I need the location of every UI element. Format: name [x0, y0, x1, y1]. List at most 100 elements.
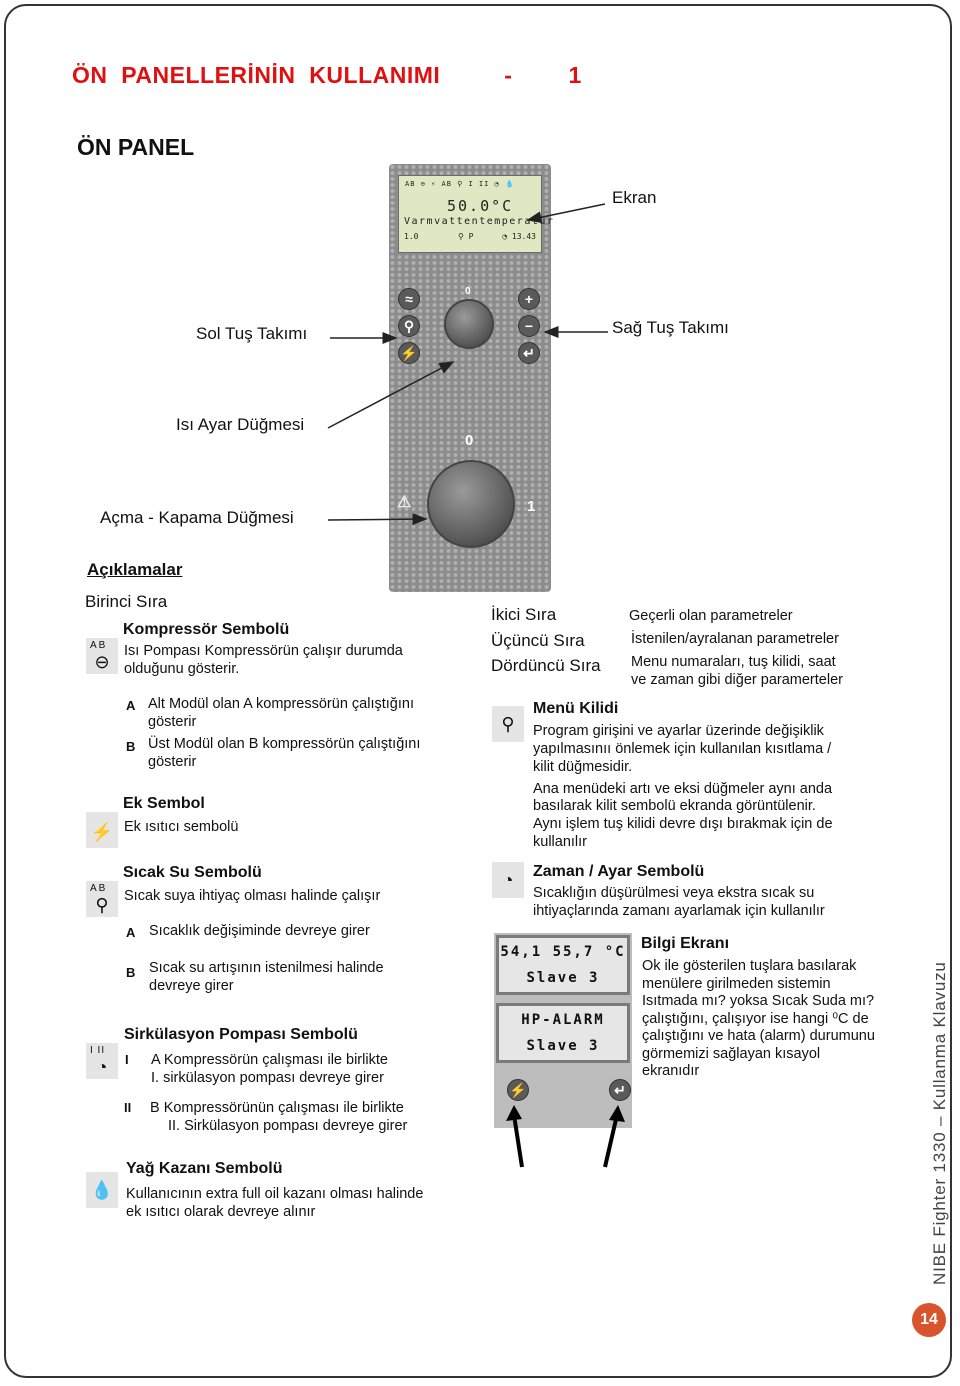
info-display-image: 54,1 55,7 °C Slave 3 HP-ALARM Slave 3 ⚡ … [494, 933, 632, 1128]
info-left-button[interactable]: ⚡ [507, 1079, 529, 1101]
tap-water-button[interactable]: ⚲ [398, 315, 420, 337]
extra-heater-icon: ⚡ [86, 812, 118, 848]
oil-boiler-icon: 💧 [86, 1172, 118, 1208]
menu-line-7: kullanılır [533, 834, 587, 850]
circulation-i-letter: I [125, 1052, 129, 1067]
hot-water-icon: AB⚲ [86, 881, 118, 917]
compressor-line-1: Isı Pompası Kompressörün çalışır durumda [124, 643, 403, 659]
info-button[interactable]: ⚡ [398, 342, 420, 364]
compressor-title: Kompressör Sembolü [123, 621, 290, 638]
info-enter-button[interactable]: ↵ [609, 1079, 631, 1101]
hot-water-b-line-1: Sıcak su artışının istenilmesi halinde [149, 960, 384, 976]
compressor-a-letter: A [126, 698, 136, 713]
hot-water-b-line-2: devreye girer [149, 978, 234, 994]
info-line-4: çalıştığını, çalışıyor ise hangi ⁰C de [642, 1011, 869, 1027]
menu-lock-icon: ⚲ [492, 706, 524, 742]
hot-water-title: Sıcak Su Sembolü [123, 864, 262, 881]
menu-line-1: Program girişini ve ayarlar üzerinde değ… [533, 723, 824, 739]
info-display-2: HP-ALARM Slave 3 [496, 1003, 630, 1063]
oil-title: Yağ Kazanı Sembolü [126, 1160, 283, 1177]
callout-sag: Sağ Tuş Takımı [612, 318, 729, 337]
side-footer-text: NIBE Fighter 1330 – Kullanma Klavuzu [930, 961, 949, 1285]
info-line-5: çalıştığını ve hata (alarm) durumunu [642, 1028, 875, 1044]
callout-arrows [327, 203, 608, 526]
callout-acma: Açma - Kapama Düğmesi [100, 508, 294, 527]
power-knob[interactable] [427, 460, 515, 548]
info-display-2-line-1: HP-ALARM [521, 1012, 605, 1028]
info-line-6: görmemizi sağlayan kısayol [642, 1046, 821, 1062]
hot-water-button[interactable]: ≈ [398, 288, 420, 310]
page-number: 14 [912, 1303, 946, 1337]
circulation-ii-line-1: B Kompressörünün çalışması ile birlikte [150, 1100, 404, 1116]
hot-water-a-letter: A [126, 925, 136, 940]
lcd-temperature: 50.0°C [447, 197, 514, 215]
hot-water-b-letter: B [126, 965, 136, 980]
info-display-1: 54,1 55,7 °C Slave 3 [496, 935, 630, 995]
menu-line-6: Aynı işlem tuş kilidi devre dışı bırakma… [533, 816, 833, 832]
callout-ekran: Ekran [612, 188, 657, 207]
info-display-2-line-2: Slave 3 [526, 1038, 600, 1054]
row-second-desc: Geçerli olan parametreler [629, 608, 793, 624]
menu-line-3: kilit düğmesidir. [533, 759, 633, 775]
knob-scale-zero: 0 [465, 286, 471, 297]
row-third-desc: İstenilen/ayralanan parametreler [631, 631, 839, 647]
info-display-1-line-2: Slave 3 [526, 970, 600, 986]
menu-line-5: basılarak kilit sembolü ekranda görüntül… [533, 798, 816, 814]
circulation-title: Sirkülasyon Pompası Sembolü [124, 1026, 358, 1043]
section-title: ÖN PANEL [77, 134, 195, 160]
page-title: ÖN PANELLERİNİN KULLANIMI-1 [72, 62, 582, 88]
legend-title: Açıklamalar [87, 560, 183, 579]
compressor-line-2: olduğunu gösterir. [124, 661, 240, 677]
lcd-parameter-text: Varmvattentemperatur [404, 216, 555, 227]
extra-title: Ek Sembol [123, 795, 205, 812]
compressor-b-line-2: gösterir [148, 754, 197, 770]
time-title: Zaman / Ayar Sembolü [533, 863, 705, 880]
power-on-mark: 1 [527, 498, 536, 515]
circulation-ii-letter: II [124, 1100, 132, 1115]
hot-water-line-1: Sıcak suya ihtiyaç olması halinde çalışı… [124, 888, 381, 904]
info-display-1-line-1: 54,1 55,7 °C [500, 944, 626, 960]
compressor-b-letter: B [126, 739, 136, 754]
row-fourth: Dördüncü Sıra [491, 656, 601, 675]
hot-water-a-line-1: Sıcaklık değişiminde devreye girer [149, 923, 370, 939]
row-first: Birinci Sıra [85, 592, 168, 611]
info-arrows [506, 1105, 625, 1168]
info-line-7: ekranıdır [642, 1063, 700, 1079]
time-line-1: Sıcaklığın düşürülmesi veya ekstra sıcak… [533, 885, 815, 901]
plus-button[interactable]: + [518, 288, 540, 310]
info-line-2: menülere girilmeden sistemin [642, 976, 831, 992]
heat-adjust-knob[interactable] [444, 299, 494, 349]
lcd-status-row: AB ⊖ ⚡ AB ⚲ I II ◔ 💧 [405, 180, 515, 188]
info-line-1: Ok ile gösterilen tuşlara basılarak [642, 958, 857, 974]
row-fourth-desc-1: Menu numaraları, tuş kilidi, saat [631, 654, 836, 670]
circulation-i-line-1: A Kompressörün çalışması ile birlikte [151, 1052, 388, 1068]
info-line-3: Isıtmada mı? yoksa Sıcak Suda mı? [642, 993, 875, 1009]
compressor-a-line-1: Alt Modül olan A kompressörün çalıştığın… [148, 696, 414, 712]
enter-button[interactable]: ↵ [518, 342, 540, 364]
power-off-mark: 0 [465, 432, 474, 449]
clock-icon: ◔ [492, 862, 524, 898]
menu-line-4: Ana menüdeki artı ve eksi düğmeler aynı … [533, 781, 833, 797]
lcd-screen: AB ⊖ ⚡ AB ⚲ I II ◔ 💧 50.0°C Varmvattente… [398, 175, 553, 253]
circulation-pump-icon: I II◔ [86, 1043, 118, 1079]
time-line-2: ihtiyaçlarında zamanı ayarlamak için kul… [533, 903, 825, 919]
compressor-b-line-1: Üst Modül olan B kompressörün çalıştığın… [148, 736, 421, 752]
menu-lock-title: Menü Kilidi [533, 700, 619, 717]
minus-button[interactable]: − [518, 315, 540, 337]
circulation-i-line-2: I. sirkülasyon pompası devreye girer [151, 1070, 384, 1086]
row-third: Üçüncü Sıra [491, 631, 585, 650]
callout-isi: Isı Ayar Düğmesi [176, 415, 305, 434]
callout-sol: Sol Tuş Takımı [196, 324, 308, 343]
oil-line-2: ek ısıtıcı olarak devreye alınır [126, 1204, 316, 1220]
row-fourth-desc-2: ve zaman gibi diğer paramerteler [631, 672, 843, 688]
lcd-bottom-row: 1.0 ⚲ P ◔ 13.43 [404, 232, 536, 241]
menu-line-2: yapılmasınıı önlemek için kullanılan kıs… [533, 741, 832, 757]
extra-line-1: Ek ısıtıcı sembolü [124, 819, 239, 835]
circulation-ii-line-2: II. Sirkülasyon pompası devreye girer [168, 1118, 408, 1134]
compressor-icon: AB⊖ [86, 638, 118, 674]
oil-line-1: Kullanıcının extra full oil kazanı olmas… [126, 1186, 424, 1202]
page-frame [4, 4, 952, 1378]
compressor-a-line-2: gösterir [148, 714, 197, 730]
warning-icon: ⚠ [397, 494, 412, 511]
info-title: Bilgi Ekranı [641, 935, 730, 952]
